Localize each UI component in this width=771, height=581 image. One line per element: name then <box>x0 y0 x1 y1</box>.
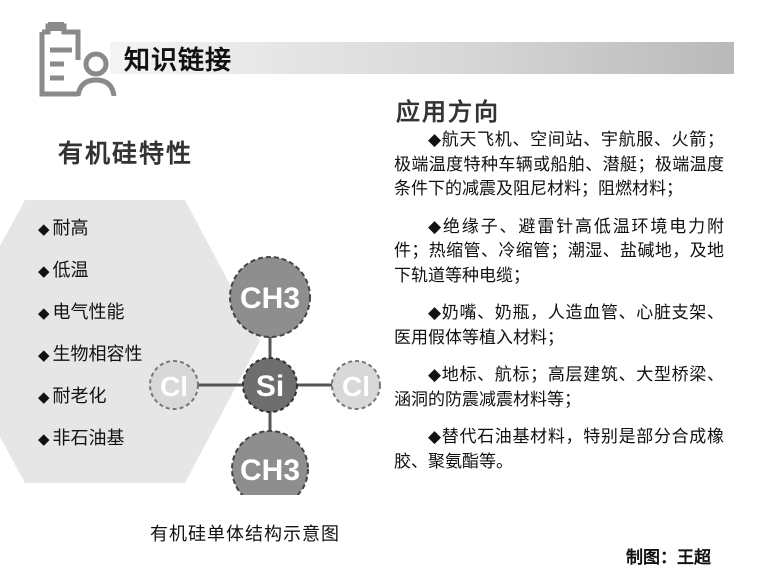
section-title: 知识链接 <box>124 46 233 76</box>
applications-list: ◆航天飞机、空间站、宇航服、火箭；极端温度特种车辆或船舶、潜艇；极端温度条件下的… <box>394 128 724 487</box>
application-item: ◆绝缘子、避雷针高低温环境电力附件；热缩管、冷缩管；潮湿、盐碱地，及地下轨道等种… <box>394 216 724 286</box>
svg-text:CH3: CH3 <box>240 454 300 487</box>
cl-left-atom: Cl <box>149 360 199 410</box>
bullet-icon: ◆ <box>38 304 50 322</box>
property-item: ◆电气性能 <box>38 302 125 323</box>
header-bar <box>110 42 734 74</box>
application-item: ◆地标、航标；高层建筑、大型桥梁、涵洞的防震减震材料等； <box>394 365 724 410</box>
document-user-icon <box>39 22 117 97</box>
property-item: ◆耐老化 <box>38 386 107 407</box>
property-item: ◆非石油基 <box>38 428 125 449</box>
property-item: ◆生物相容性 <box>38 344 143 365</box>
application-item: ◆奶嘴、奶瓶，人造血管、心脏支架、医用假体等植入材料； <box>394 303 724 348</box>
ch3-top-atom: CH3 <box>229 256 311 338</box>
svg-text:Si: Si <box>256 370 284 403</box>
bullet-icon: ◆ <box>38 262 50 280</box>
ch3-bottom-atom: CH3 <box>231 430 309 495</box>
svg-text:CH3: CH3 <box>240 282 300 315</box>
applications-title: 应用方向 <box>396 98 500 126</box>
bullet-icon: ◆ <box>38 220 50 238</box>
application-item: ◆航天飞机、空间站、宇航服、火箭；极端温度特种车辆或船舶、潜艇；极端温度条件下的… <box>394 130 724 199</box>
application-item: ◆替代石油基材料，特别是部分合成橡胶、聚氨酯等。 <box>394 427 724 472</box>
bullet-icon: ◆ <box>38 430 50 448</box>
properties-title: 有机硅特性 <box>58 139 194 168</box>
molecule-diagram: CH3 Cl Si Cl CH3 <box>149 256 381 495</box>
svg-text:Cl: Cl <box>342 371 370 402</box>
property-item: ◆耐高 <box>38 218 89 239</box>
cl-right-atom: Cl <box>331 360 381 410</box>
hexagon-background <box>0 200 260 483</box>
molecule-caption: 有机硅单体结构示意图 <box>150 524 340 545</box>
properties-list: ◆耐高 ◆低温 ◆电气性能 ◆生物相容性 ◆耐老化 ◆非石油基 <box>38 216 143 468</box>
property-item: ◆低温 <box>38 260 89 281</box>
bullet-icon: ◆ <box>38 346 50 364</box>
si-center-atom: Si <box>242 357 298 413</box>
svg-text:Cl: Cl <box>160 371 188 402</box>
bullet-icon: ◆ <box>38 388 50 406</box>
credit-text: 制图：王超 <box>626 548 711 568</box>
